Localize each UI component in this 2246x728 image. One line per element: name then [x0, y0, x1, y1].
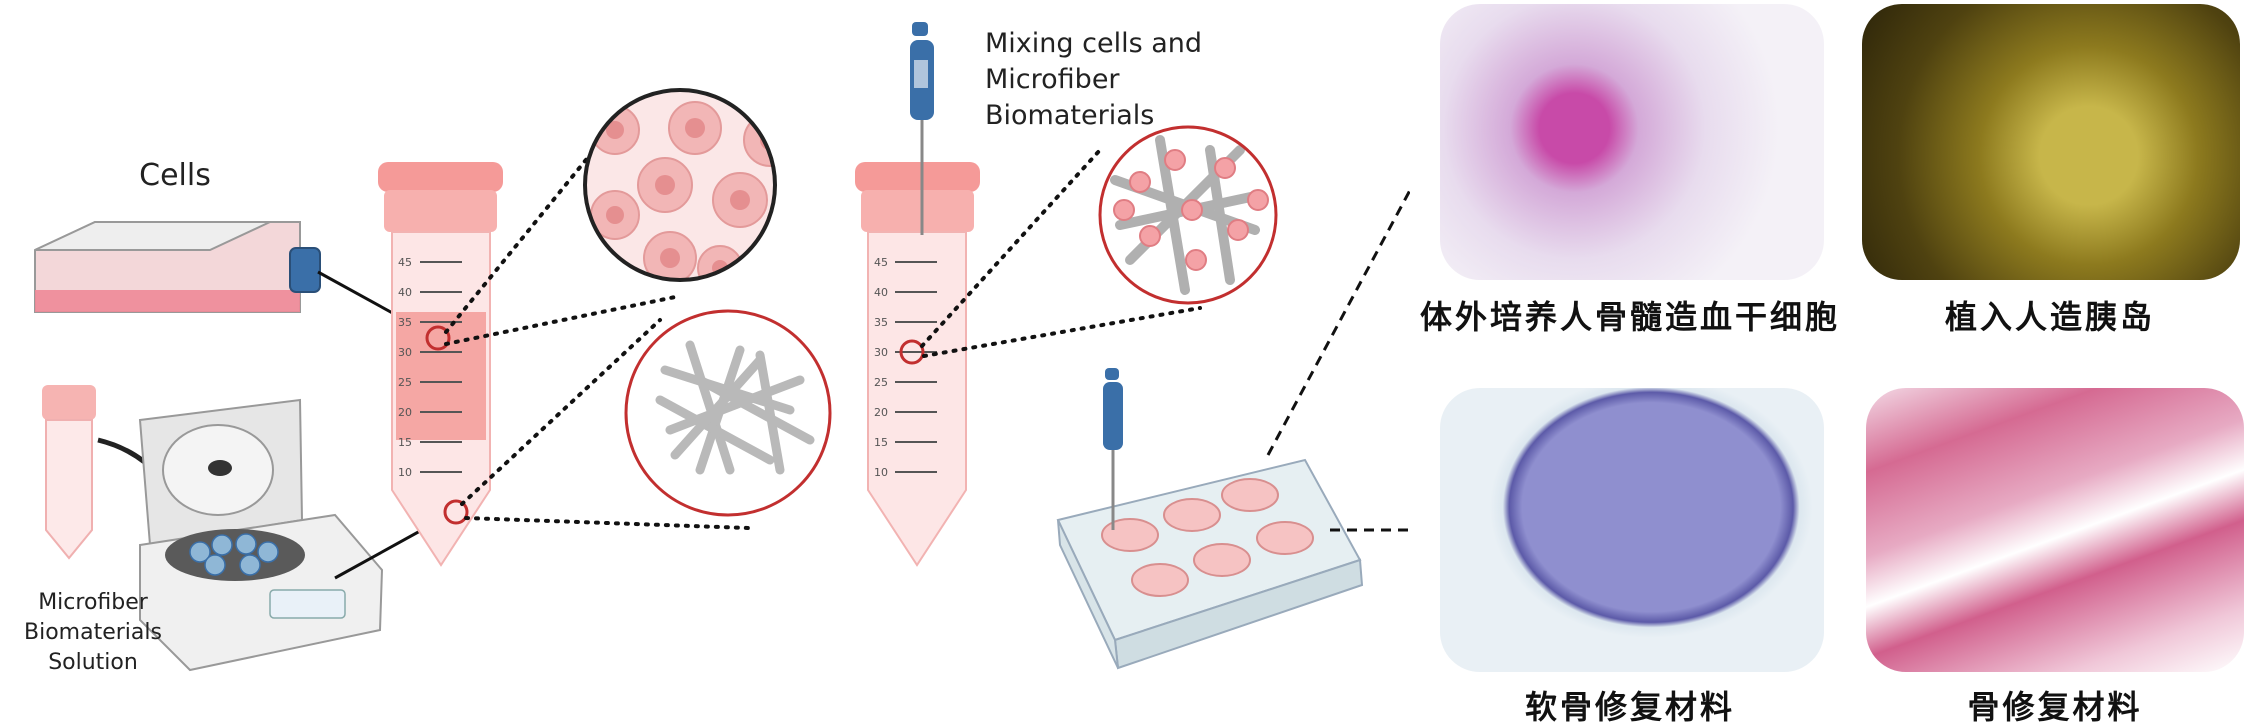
photo-caption-4: 骨修复材料	[1967, 688, 2143, 726]
process-diagram: 45 40 35 30 25 20 15 10 45 40 35 30 25 20 15 10	[34, 22, 1410, 672]
tube-scale-label: 35	[874, 316, 888, 329]
tube-scale-label: 40	[398, 286, 412, 299]
tube-scale-label: 25	[398, 376, 412, 389]
pipette-icon	[910, 22, 934, 235]
tube-scale-label: 15	[398, 436, 412, 449]
sample-marker-3	[899, 339, 925, 365]
sample-marker-2	[443, 499, 469, 525]
tube-scale-label: 45	[398, 256, 412, 269]
photo-islet-implant	[1862, 4, 2240, 280]
tube-scale-label: 45	[874, 256, 888, 269]
tube-scale-label: 10	[874, 466, 888, 479]
photo-connectors	[1266, 187, 1410, 532]
conical-tube-1	[378, 162, 503, 567]
zoom-lines-2	[920, 148, 1202, 358]
fibers-zoom-circle	[624, 309, 832, 517]
sample-marker-1	[425, 325, 451, 351]
tube-scale-label: 30	[874, 346, 888, 359]
photo-cartilage-material	[1440, 388, 1824, 672]
tube-scale-label: 25	[874, 376, 888, 389]
tube-scale-label: 35	[398, 316, 412, 329]
conical-tube-2	[855, 162, 980, 567]
tube-scale-label: 20	[874, 406, 888, 419]
tube-scale-label: 40	[874, 286, 888, 299]
tube-scale-label: 30	[398, 346, 412, 359]
tube-scale-label: 15	[874, 436, 888, 449]
culture-flask-icon	[34, 221, 321, 313]
microfiber-solution-label: Microfiber Biomaterials Solution	[24, 590, 162, 675]
tube-scale-label: 20	[398, 406, 412, 419]
cells-label: Cells	[139, 158, 211, 193]
well-plate-icon	[1056, 458, 1364, 670]
photo-caption-3: 软骨修复材料	[1524, 688, 1735, 726]
photo-caption-1: 体外培养人骨髓造血干细胞	[1419, 298, 1840, 336]
small-tube-icon	[42, 385, 96, 560]
tube-scale-label: 10	[398, 466, 412, 479]
photo-bone-material	[1866, 388, 2244, 672]
photo-caption-2: 植入人造胰岛	[1944, 298, 2155, 336]
mixing-label: Mixing cells and Microfiber Biomaterials	[985, 28, 1203, 131]
pipette-icon-2	[1103, 368, 1123, 530]
centrifuge-icon	[138, 398, 384, 672]
mixed-zoom-circle	[1098, 125, 1278, 305]
photo-stained-cells	[1440, 4, 1824, 280]
cells-zoom-circle	[583, 88, 777, 282]
